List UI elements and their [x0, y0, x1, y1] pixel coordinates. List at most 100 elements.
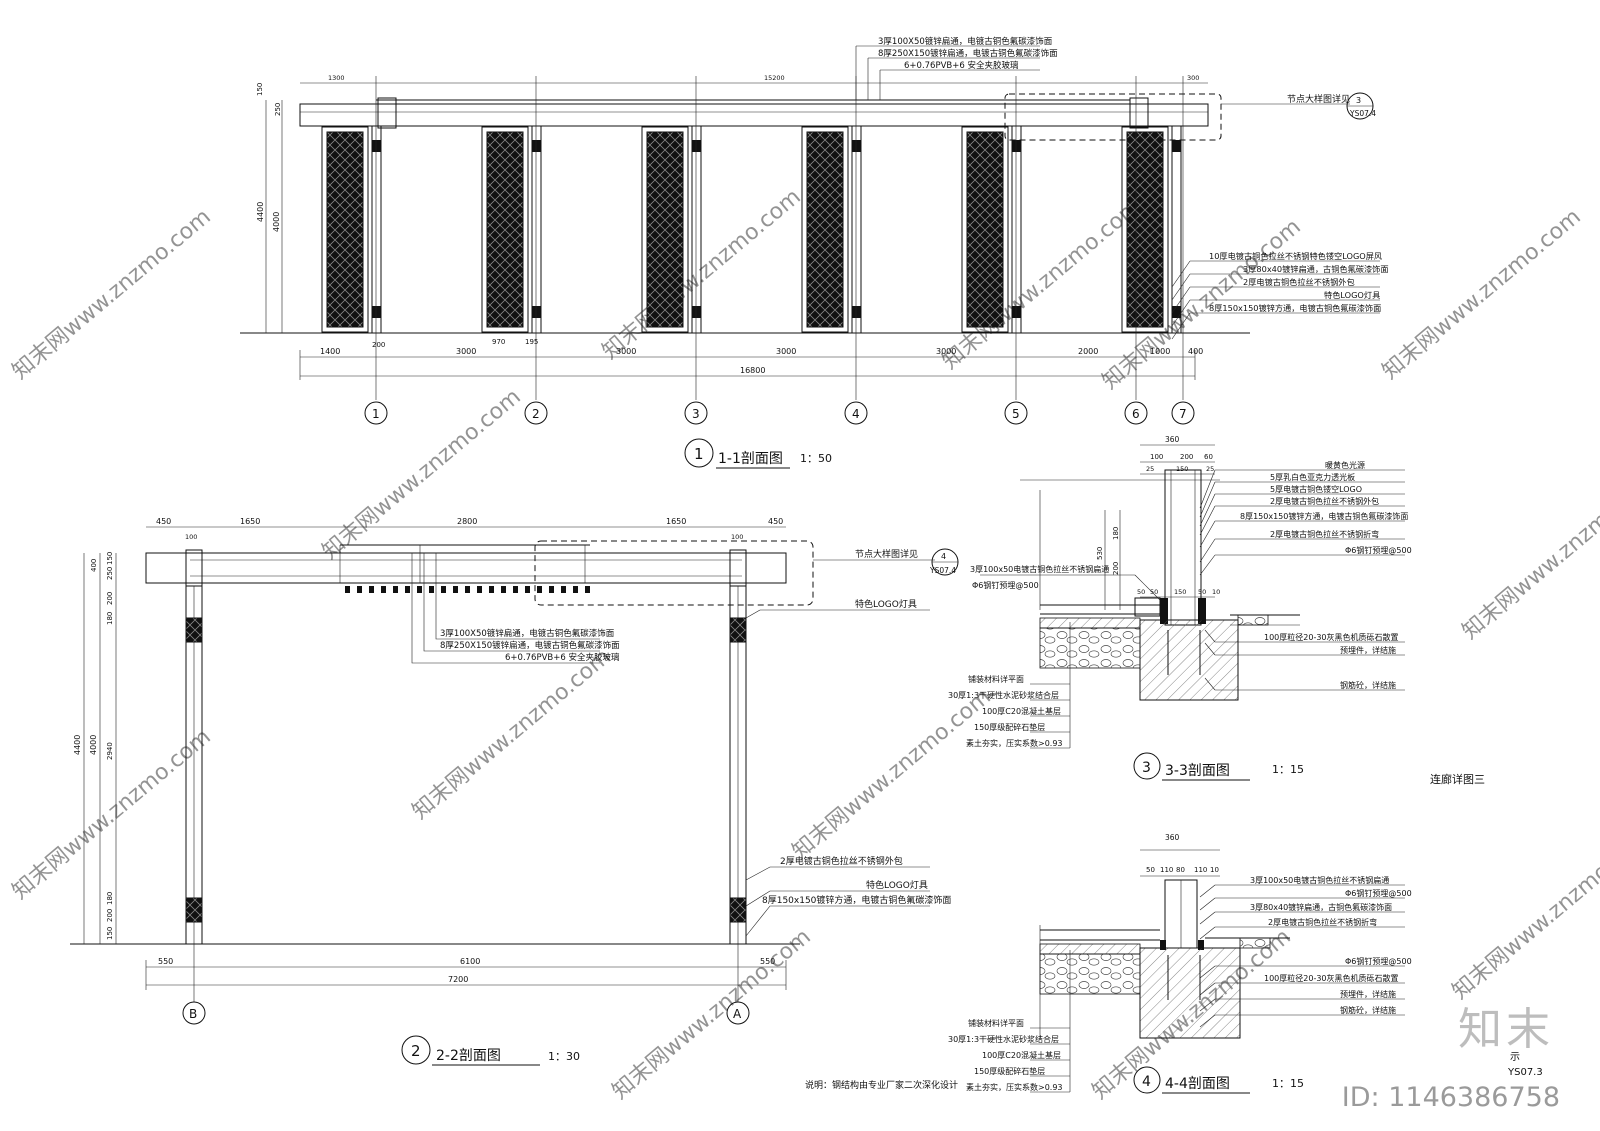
screen-frame	[481, 126, 529, 333]
logo-screen-panel	[646, 131, 684, 328]
logo-lamp	[852, 306, 861, 318]
dim-bottom: 6100	[460, 957, 480, 966]
axis-label: 2	[532, 407, 540, 421]
dim-left-inner: 200	[106, 592, 114, 605]
dim-top: 1650	[666, 517, 686, 526]
purlin	[549, 586, 554, 593]
layer-label: 30厚1:3干硬性水泥砂浆结合层	[948, 690, 1059, 700]
dim-top: 450	[768, 517, 783, 526]
dim-sub: 60	[1204, 453, 1213, 461]
logo-lamp	[1012, 140, 1021, 152]
axis-label: 7	[1179, 407, 1187, 421]
dim-left: 530	[1096, 547, 1104, 560]
callout-text: 8厚150x150镀锌方通，电镀古铜色氟碳漆饰面	[1240, 511, 1408, 521]
s22-axis-a: A	[733, 1007, 742, 1021]
callout-text: Φ6钢钉预埋@500	[1345, 545, 1412, 555]
logo-screen-panel	[966, 131, 1004, 328]
s22-view-no: 2	[411, 1042, 421, 1060]
callout-text: 暖黄色光源	[1325, 460, 1365, 470]
dim-top-sub: 100	[731, 533, 743, 541]
s33-view-scale: 1：15	[1272, 763, 1304, 776]
layer-label: 150厚级配碎石垫层	[974, 1066, 1045, 1076]
s22-callout-mid-3: 6+0.76PVB+6 安全夹胶玻璃	[505, 652, 620, 663]
dim-left: 4000	[272, 212, 281, 232]
purlin	[405, 586, 410, 593]
dim-bottom: 50	[1198, 588, 1206, 596]
watermark-text: 知末网www.znzmo.com	[318, 384, 526, 564]
s33-view-no: 3	[1142, 760, 1151, 776]
dim-bottom: 3000	[616, 347, 636, 356]
axis-label: 1	[372, 407, 380, 421]
callout-text: 8厚150x150镀锌方通，电镀古铜色氟碳漆饰面	[1209, 303, 1381, 313]
layer-label: 素土夯实，压实系数>0.93	[966, 738, 1063, 748]
dim-sub: 200	[372, 341, 385, 349]
layer-label: 铺装材料详平面	[968, 1018, 1024, 1028]
dim-sub: 110	[1160, 866, 1173, 874]
purlin	[489, 586, 494, 593]
brand-id: ID: 1146386758	[1341, 1082, 1560, 1113]
s22-callout-mid-1: 3厚100X50镀锌扁通，电镀古铜色氟碳漆饰面	[440, 628, 615, 639]
dim-top: 1300	[328, 74, 345, 82]
s44-view-no: 4	[1142, 1074, 1151, 1090]
axis-bubble	[684, 401, 708, 425]
axis-label: 6	[1132, 407, 1140, 421]
s44-view-scale: 1：15	[1272, 1077, 1304, 1090]
screen-frame	[961, 126, 1009, 333]
watermark-text: 知末网www.znzmo.com	[8, 204, 216, 384]
s22-detail-ref-label: 节点大样图详见	[855, 548, 918, 560]
callout-text: 特色LOGO灯具	[1324, 290, 1380, 300]
logo-lamp	[1172, 306, 1181, 318]
purlin	[369, 586, 374, 593]
purlin	[441, 586, 446, 593]
logo-lamp	[1172, 140, 1181, 152]
s11-detail-ref-label: 节点大样图详见	[1287, 93, 1350, 105]
brand-logo: 知末	[1458, 1004, 1554, 1055]
purlin	[381, 586, 386, 593]
dim-bottom: 150	[1174, 588, 1186, 596]
logo-screen-panel	[486, 131, 524, 328]
watermark-text: 知末网www.znzmo.com	[1378, 204, 1586, 384]
dim-bottom: 10	[1212, 588, 1220, 596]
callout-text: Φ6钢钉预埋@500	[1345, 956, 1412, 966]
dim-bottom: 50	[1150, 588, 1158, 596]
callout-text: 100厚粒径20-30灰黑色机质砾石散置	[1264, 632, 1399, 642]
watermark-text: 知末网www.znzmo.com	[608, 924, 816, 1104]
s11-callout-top-2: 8厚250X150镀锌扁通，电镀古铜色氟碳漆饰面	[878, 48, 1058, 59]
purlin	[513, 586, 518, 593]
logo-lamp	[692, 140, 701, 152]
logo-lamp	[1012, 306, 1021, 318]
axis-bubble	[524, 401, 548, 425]
dim-top: 2800	[457, 517, 477, 526]
dim-left: 4400	[256, 202, 265, 222]
steel-post	[1011, 125, 1022, 334]
dim-bottom: 3000	[936, 347, 956, 356]
dim-left: 4000	[89, 735, 98, 755]
dim-left-inner: 250	[106, 567, 114, 580]
s22-detail-ref-no: 4	[941, 552, 946, 561]
s22-view-scale: 1：30	[548, 1050, 580, 1063]
dim-bottom: 400	[1188, 347, 1203, 356]
screen-frame	[321, 126, 369, 333]
s22-callout-bot-1: 2厚电镀古铜色拉丝不锈钢外包	[780, 855, 903, 867]
logo-lamp	[372, 306, 381, 318]
logo-lamp	[532, 306, 541, 318]
dim-sub: 25	[1206, 465, 1214, 473]
dim-sub: 150	[1176, 465, 1188, 473]
logo-screen-panel	[326, 131, 364, 328]
dim-sub: 10	[1210, 866, 1219, 874]
callout-text: 3厚80x40镀锌扁通，古铜色氟碳漆饰面	[1243, 264, 1389, 274]
axis-label: 3	[692, 407, 700, 421]
purlin	[537, 586, 542, 593]
callout-text: 2厚电镀古铜色拉丝不锈钢折弯	[1268, 917, 1377, 927]
axis-bubble	[1004, 401, 1028, 425]
purlin	[561, 586, 566, 593]
purlin	[525, 586, 530, 593]
callout-text: 2厚电镀古铜色拉丝不锈钢外包	[1243, 277, 1355, 287]
purlin	[429, 586, 434, 593]
s44-sheet-ref: YS07.3	[1507, 1067, 1543, 1078]
purlin	[465, 586, 470, 593]
callout-text: 钢筋砼，详结施	[1340, 1005, 1396, 1015]
dim-top: 450	[156, 517, 171, 526]
dim-sub: 195	[525, 338, 538, 346]
